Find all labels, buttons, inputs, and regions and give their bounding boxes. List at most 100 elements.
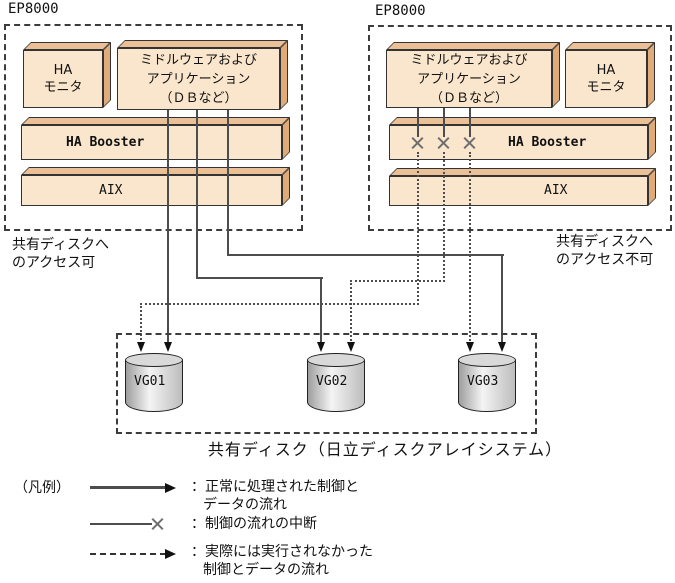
server-left-caption-line1: 共有ディスクへ: [12, 237, 110, 253]
arrow-down-icon: [347, 342, 355, 352]
cylinder-top: [307, 353, 365, 367]
volume-label: VG01: [134, 374, 166, 389]
box-front-face: ミドルウェアおよび アプリケーション （ＤＢなど）: [386, 50, 552, 108]
server-left-ha-monitor-box: HA モニタ: [23, 42, 111, 108]
arrow-right-icon: [165, 549, 176, 559]
ha-booster-label: HA Booster: [66, 135, 145, 150]
box-top-face: [389, 117, 656, 125]
flow-right-d-vertical1: [417, 152, 419, 305]
flow-right-d-vertical2: [140, 303, 142, 344]
shared-disk-frame: [116, 333, 537, 434]
shared-disk-caption: 共有ディスク（日立ディスクアレイシステム）: [207, 440, 563, 459]
box-front-face: HA モニタ: [23, 50, 103, 108]
flow-left-c-vertical1: [227, 110, 229, 256]
box-front-face: AIX: [21, 175, 282, 206]
flow-left-b-vertical2: [320, 277, 322, 344]
ha-booster-label: HA Booster: [508, 135, 587, 150]
box-side-face: [552, 42, 560, 108]
x-mark-icon: [410, 136, 425, 151]
cylinder-top: [125, 353, 183, 367]
legend-dashed-line: [90, 553, 166, 555]
middleware-label-line3: （ＤＢなど）: [159, 90, 238, 106]
server-right-ha-booster-bar: HA Booster: [389, 117, 656, 160]
box-top-face: [23, 42, 111, 50]
aix-label: AIX: [99, 183, 123, 198]
box-front-face: HA モニタ: [565, 50, 647, 108]
box-top-face: [386, 42, 560, 50]
server-right-caption-line2: のアクセス不可: [556, 252, 654, 268]
legend-item-1-line1: ：正常に処理された制御と: [191, 479, 359, 495]
legend-item-3-label: ：実際には実行されなかった 制御とデータの流れ: [191, 543, 373, 579]
flow-left-b-horizontal: [196, 277, 323, 279]
box-side-face: [647, 42, 655, 108]
flow-right-d-horizontal: [140, 303, 419, 305]
middleware-label-line1: ミドルウェアおよび: [139, 52, 257, 68]
flow-right-f-vertical: [469, 152, 471, 344]
ha-monitor-label-line1: HA: [53, 63, 73, 78]
server-right-ha-monitor-box: HA モニタ: [565, 42, 655, 108]
middleware-label-line2: アプリケーション: [146, 71, 251, 87]
cylinder-body: [125, 360, 183, 412]
box-front-face: AIX: [389, 176, 648, 206]
cylinder-top: [458, 353, 516, 367]
server-left-caption: 共有ディスクへ のアクセス可: [12, 236, 109, 272]
x-mark-icon: [436, 136, 451, 151]
middleware-label-line1: ミドルウェアおよび: [410, 52, 528, 68]
server-right-caption-line1: 共有ディスクへ: [556, 234, 654, 250]
server-left-middleware-box: ミドルウェアおよび アプリケーション （ＤＢなど）: [117, 40, 288, 110]
cylinder-body: [458, 360, 516, 412]
box-side-face: [103, 42, 111, 108]
box-top-face: [21, 117, 290, 125]
flow-right-d-stub: [417, 108, 419, 137]
box-top-face: [565, 42, 655, 50]
arrow-down-icon: [317, 342, 325, 352]
box-top-face: [21, 167, 290, 175]
server-right-frame: [368, 25, 672, 231]
server-right-caption: 共有ディスクへ のアクセス不可: [556, 233, 653, 269]
flow-right-e-vertical1: [443, 152, 445, 282]
legend-item-1-line2: データの流れ: [203, 497, 287, 513]
legend-item-3-line1: ：実際には実行されなかった: [191, 544, 373, 560]
server-left-title: EP8000: [8, 1, 59, 17]
box-front-face: ミドルウェアおよび アプリケーション （ＤＢなど）: [117, 48, 280, 110]
server-right-aix-bar: AIX: [389, 168, 656, 206]
disk-cylinder-vg03: VG03: [458, 353, 516, 418]
server-left-ha-booster-bar: HA Booster: [21, 117, 290, 160]
legend-item-2-label: ：制御の流れの中断: [191, 515, 317, 533]
flow-right-e-vertical2: [350, 280, 352, 344]
volume-label: VG02: [316, 374, 348, 389]
legend-solid-line: [90, 486, 166, 489]
ha-monitor-label-line2: モニタ: [586, 80, 626, 95]
legend-title: （凡例）: [14, 480, 70, 496]
server-right-middleware-box: ミドルウェアおよび アプリケーション （ＤＢなど）: [386, 42, 560, 108]
server-left-caption-line2: のアクセス可: [12, 255, 96, 271]
box-front-face: HA Booster: [21, 125, 282, 160]
box-top-face: [389, 168, 656, 176]
arrow-down-icon: [137, 342, 145, 352]
arrow-down-icon: [164, 342, 172, 352]
legend-item-3-line2: 制御とデータの流れ: [203, 562, 329, 578]
flow-left-c-horizontal: [227, 254, 504, 256]
flow-left-c-vertical2: [501, 254, 503, 344]
legend-item-1-label: ：正常に処理された制御と データの流れ: [191, 478, 359, 514]
flow-left-b-vertical1: [196, 110, 198, 279]
box-top-face: [117, 40, 288, 48]
middleware-label-line2: アプリケーション: [417, 71, 521, 87]
volume-label: VG03: [467, 374, 499, 389]
arrow-right-icon: [165, 483, 176, 493]
middleware-label-line3: （ＤＢなど）: [429, 90, 508, 106]
flow-left-a-vertical: [167, 110, 169, 344]
disk-cylinder-vg01: VG01: [125, 353, 183, 418]
ha-monitor-label-line1: HA: [596, 63, 616, 78]
box-front-face: HA Booster: [389, 125, 648, 160]
disk-cylinder-vg02: VG02: [307, 353, 365, 418]
flow-right-e-horizontal: [350, 280, 445, 282]
x-mark-icon: [462, 136, 477, 151]
aix-label: AIX: [544, 183, 568, 198]
legend-item-2-line1: ：制御の流れの中断: [191, 516, 317, 532]
cylinder-body: [307, 360, 365, 412]
server-right-title: EP8000: [375, 3, 426, 19]
arrow-down-icon: [498, 342, 506, 352]
legend-interrupt-line: [90, 523, 152, 525]
ha-monitor-label-line2: モニタ: [43, 80, 83, 95]
